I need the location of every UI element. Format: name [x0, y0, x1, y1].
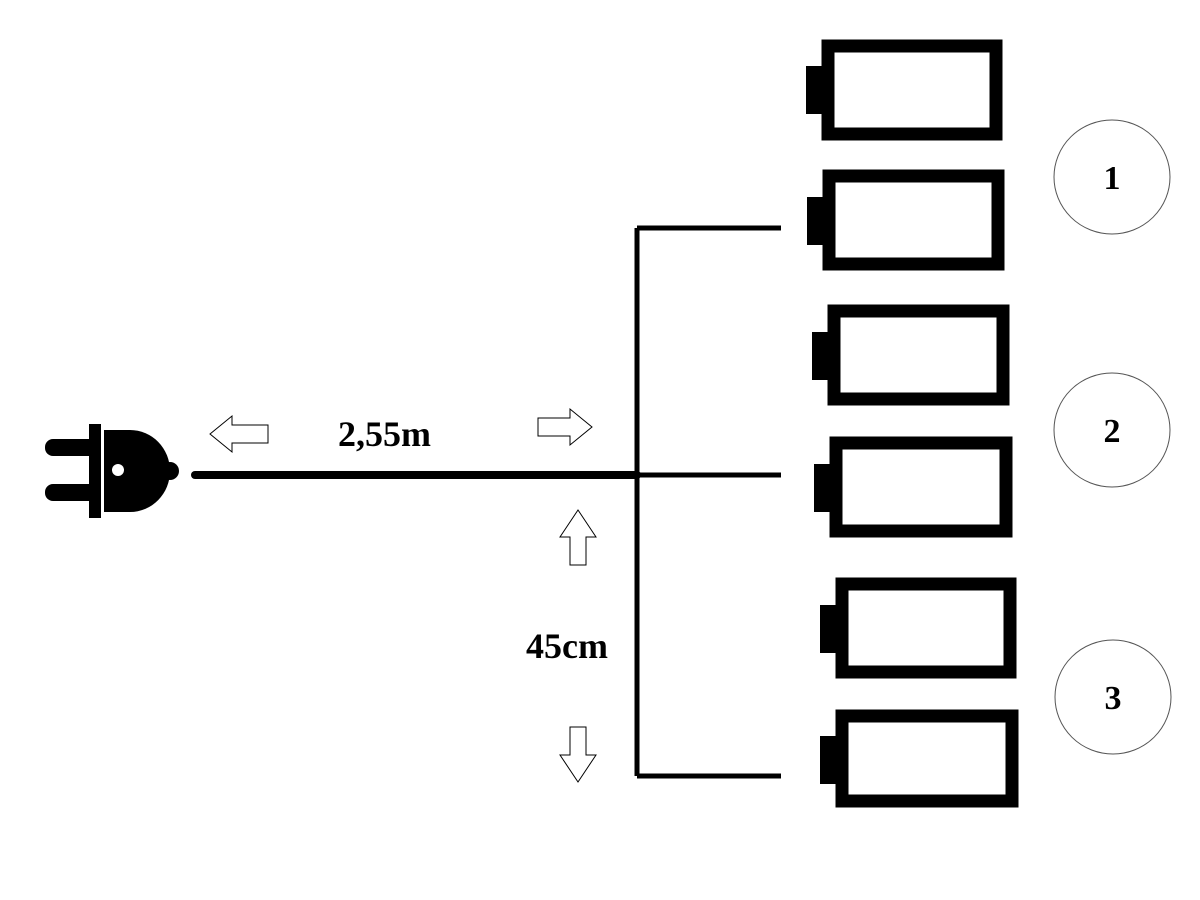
- svg-text:1: 1: [1104, 160, 1121, 197]
- battery-icon: [806, 39, 1003, 141]
- battery-icon: [812, 304, 1010, 406]
- svg-text:2: 2: [1104, 413, 1121, 450]
- power-plug-icon: [45, 424, 179, 518]
- branch-spacing-label: 45cm: [526, 626, 608, 666]
- battery-icon: [807, 169, 1005, 271]
- group-marker-2: 2: [1053, 372, 1171, 488]
- battery-icon: [814, 436, 1013, 538]
- group-marker-3: 3: [1054, 639, 1172, 755]
- arrow-up-icon: [559, 509, 597, 566]
- svg-text:3: 3: [1105, 680, 1122, 717]
- arrow-down-icon: [559, 726, 597, 783]
- group-marker-1: 1: [1053, 119, 1171, 235]
- cable-length-label: 2,55m: [338, 414, 431, 454]
- arrow-right-icon: [537, 407, 593, 447]
- battery-icon: [820, 577, 1017, 679]
- arrow-left-icon: [209, 414, 269, 454]
- battery-icon: [820, 709, 1019, 808]
